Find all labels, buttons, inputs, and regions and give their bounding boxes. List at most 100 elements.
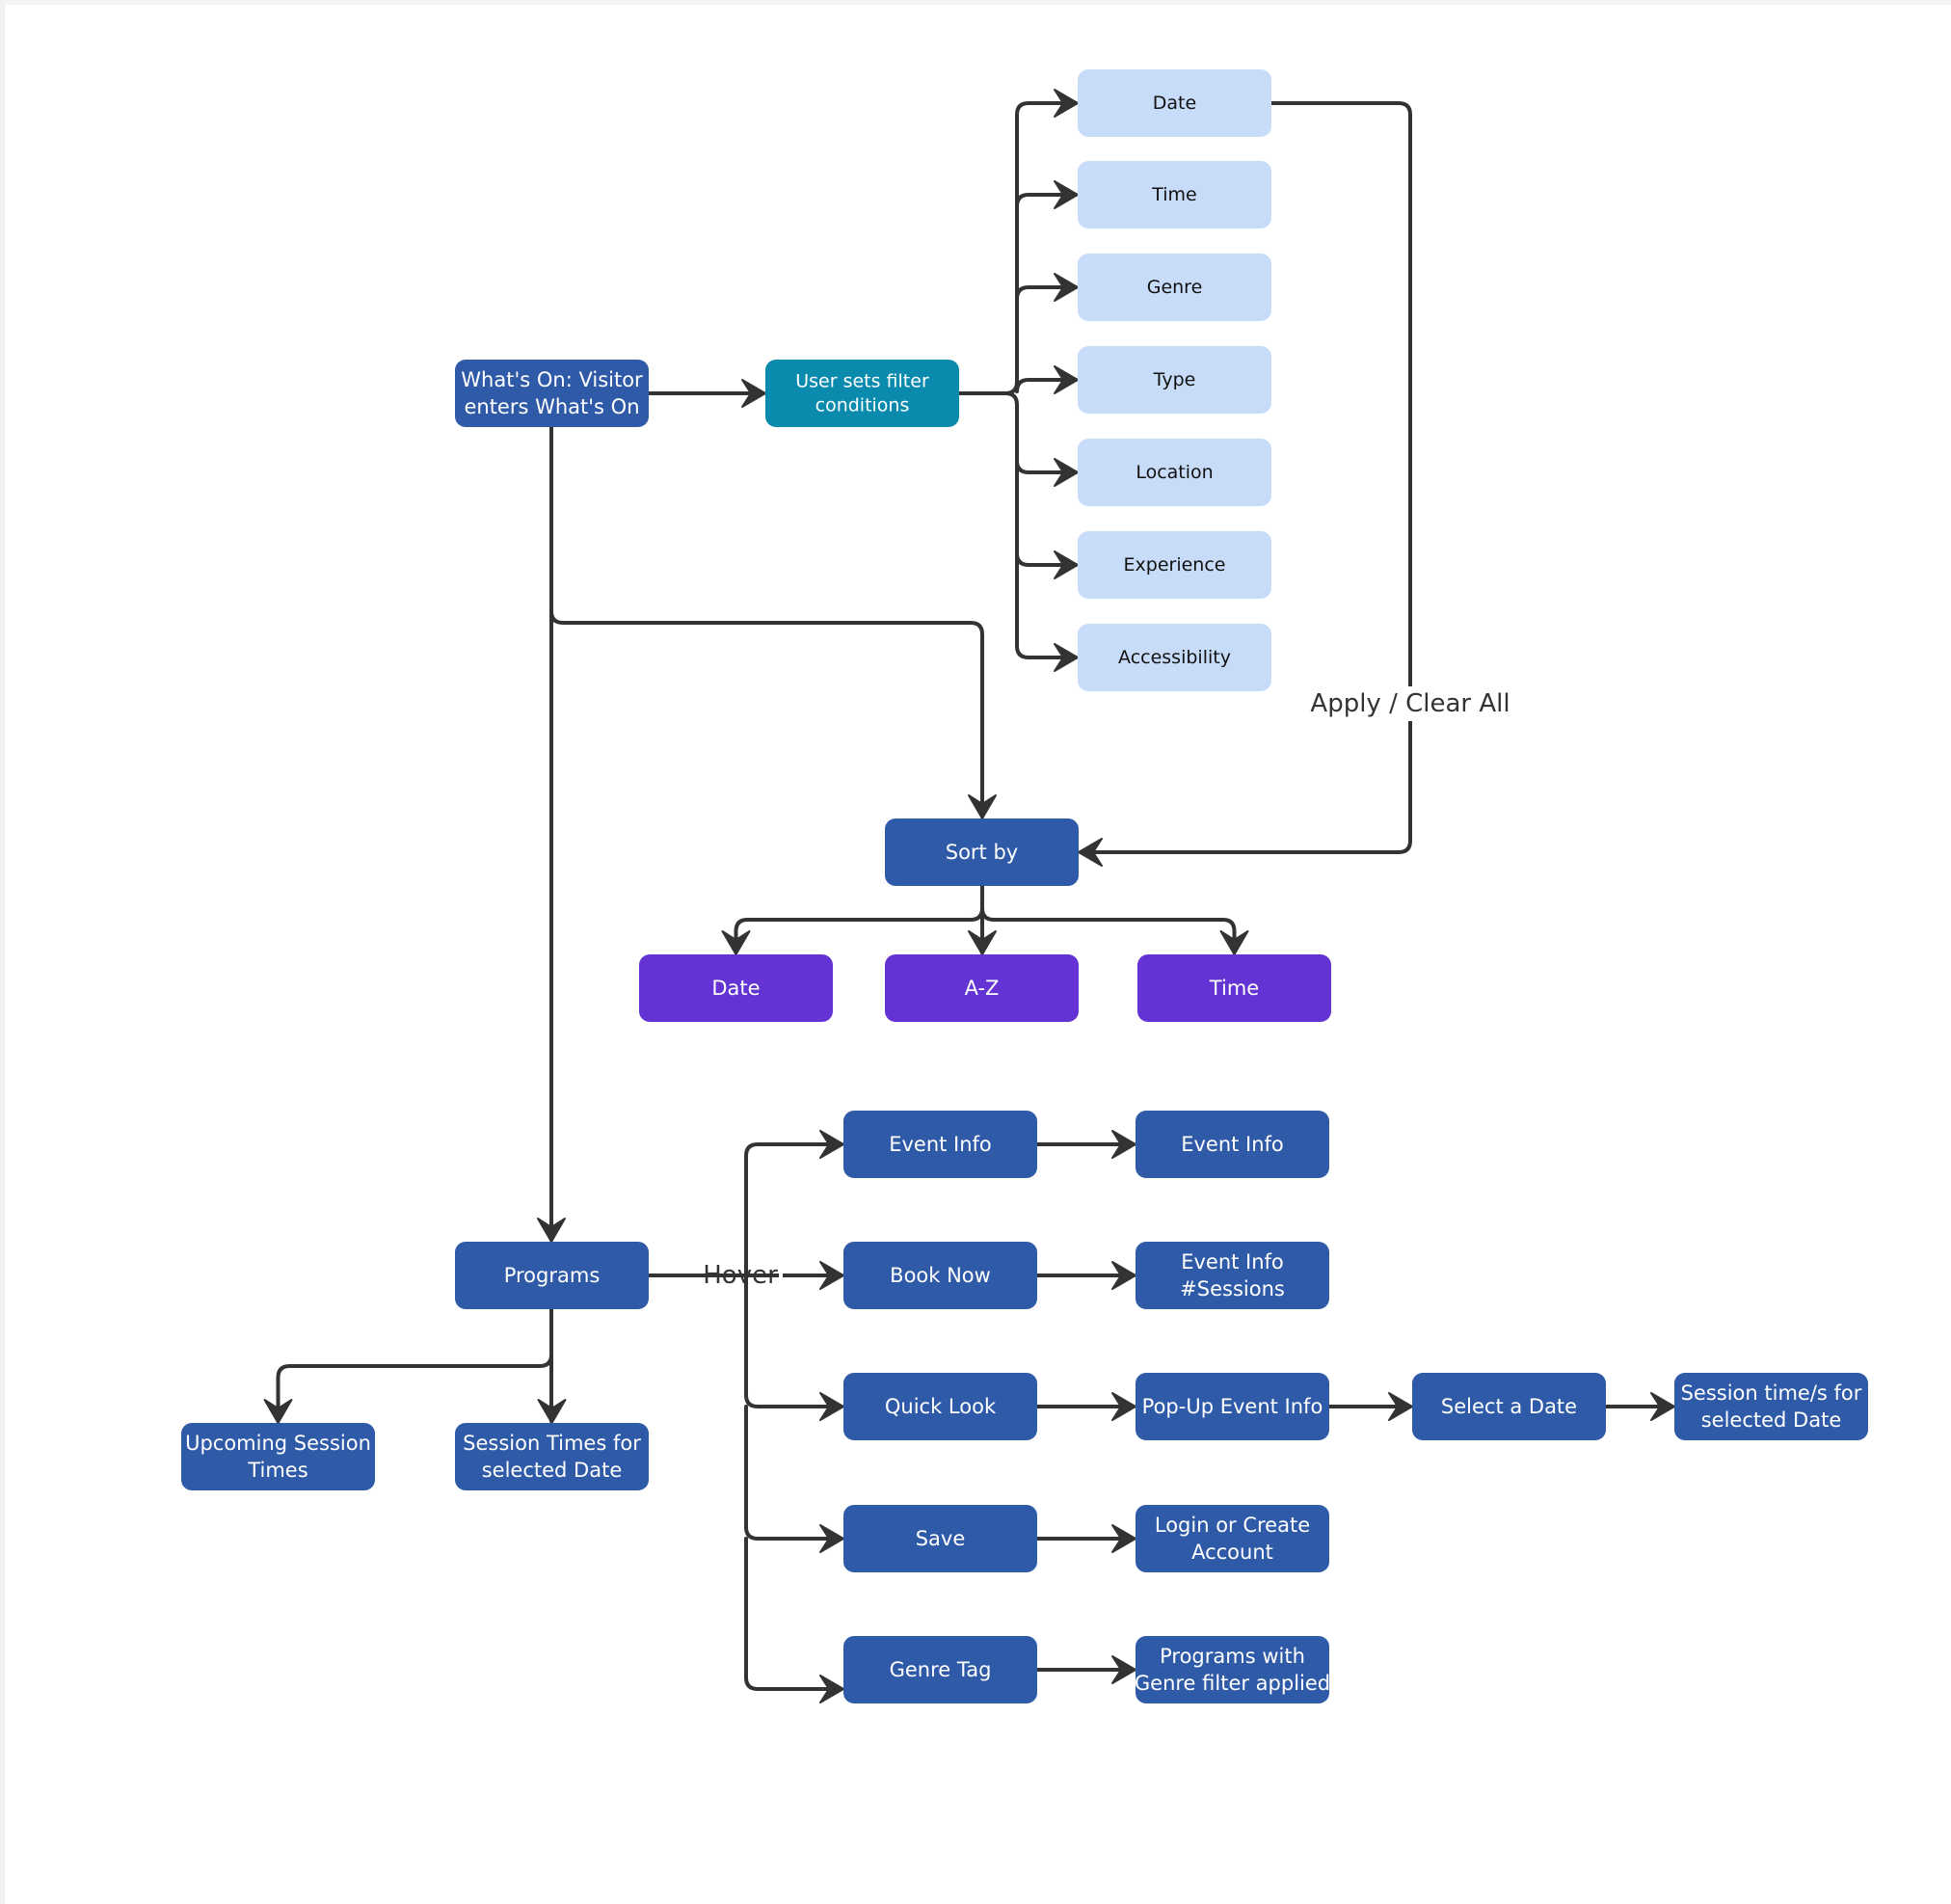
session-times-date-node-label: selected Date: [482, 1459, 623, 1482]
result-event-info-result[interactable]: Event Info: [1136, 1111, 1329, 1178]
filter-experience[interactable]: Experience: [1078, 531, 1271, 599]
sort-option-date-box[interactable]: [639, 954, 833, 1022]
edge-hover-to-quick-look: [744, 1274, 843, 1408]
session-times-date-node-box[interactable]: [455, 1423, 649, 1490]
arrowhead-icon: [1078, 838, 1103, 867]
result-popup-event-info-label: Pop-Up Event Info: [1142, 1395, 1323, 1418]
filter-time[interactable]: Time: [1078, 161, 1271, 228]
action-quick-look-box[interactable]: [843, 1373, 1037, 1440]
edge-to-filter-accessibility: [1015, 644, 1078, 659]
filter-accessibility-label: Accessibility: [1118, 647, 1231, 668]
filter-type[interactable]: Type: [1078, 346, 1271, 414]
arrowhead-icon: [1054, 643, 1079, 672]
user-filter-node-label: conditions: [815, 395, 910, 416]
edge-to-filter-experience: [1015, 551, 1078, 567]
result-popup-event-info[interactable]: Pop-Up Event Info: [1136, 1373, 1329, 1440]
result-login-create-account-box[interactable]: [1136, 1505, 1329, 1572]
result-popup-event-info-box[interactable]: [1136, 1373, 1329, 1440]
arrowhead-icon: [537, 1218, 566, 1243]
sort-option-a-z-box[interactable]: [885, 954, 1079, 1022]
result-event-info-sessions[interactable]: Event Info#Sessions: [1136, 1242, 1329, 1309]
sort-by-node-box[interactable]: [885, 818, 1079, 886]
programs-node-box[interactable]: [455, 1242, 649, 1309]
sort-option-time-box[interactable]: [1137, 954, 1331, 1022]
action-event-info-box[interactable]: [843, 1111, 1037, 1178]
arrowhead-icon: [1111, 1524, 1136, 1553]
filter-genre[interactable]: Genre: [1078, 254, 1271, 321]
filter-type-label: Type: [1153, 369, 1196, 390]
arrowhead-icon: [1111, 1655, 1136, 1684]
sort-option-time[interactable]: Time: [1137, 954, 1331, 1022]
edge-to-filter-type: [1015, 378, 1078, 393]
filter-genre-label: Genre: [1147, 277, 1203, 298]
action-book-now-box[interactable]: [843, 1242, 1037, 1309]
action-book-now-label: Book Now: [890, 1264, 991, 1287]
result-event-info-result-box[interactable]: [1136, 1111, 1329, 1178]
whats-on-node-label: enters What's On: [464, 395, 639, 418]
filter-date-box[interactable]: [1078, 69, 1271, 137]
result-programs-genre-filter-label: Programs with: [1160, 1645, 1305, 1668]
arrowhead-icon: [1219, 930, 1249, 955]
sort-option-a-z-label: A-Z: [965, 977, 1000, 1000]
filter-experience-box[interactable]: [1078, 531, 1271, 599]
edges-layer: [276, 101, 1674, 1691]
sort-option-a-z[interactable]: A-Z: [885, 954, 1079, 1022]
filter-time-box[interactable]: [1078, 161, 1271, 228]
filter-location-box[interactable]: [1078, 439, 1271, 506]
upcoming-sessions-node-box[interactable]: [181, 1423, 375, 1490]
edge-hover-to-genre-tag: [744, 1537, 843, 1691]
action-genre-tag[interactable]: Genre Tag: [843, 1636, 1037, 1703]
action-genre-tag-box[interactable]: [843, 1636, 1037, 1703]
arrowhead-icon: [819, 1261, 844, 1290]
filter-date-label: Date: [1153, 93, 1196, 114]
sort-by-node-label: Sort by: [946, 841, 1018, 864]
result-event-info-result-label: Event Info: [1181, 1133, 1284, 1156]
session-time-selected-node-box[interactable]: [1674, 1373, 1868, 1440]
select-date-node-box[interactable]: [1412, 1373, 1606, 1440]
arrowhead-icon: [819, 1130, 844, 1159]
action-save[interactable]: Save: [843, 1505, 1037, 1572]
select-date-node-label: Select a Date: [1441, 1395, 1577, 1418]
action-quick-look[interactable]: Quick Look: [843, 1373, 1037, 1440]
edge-to-filter-date: [1015, 101, 1078, 117]
arrowhead-icon: [263, 1399, 293, 1424]
session-time-selected-node-label: Session time/s for: [1681, 1381, 1862, 1405]
filter-time-label: Time: [1151, 184, 1197, 205]
arrowhead-icon: [968, 930, 997, 955]
filter-accessibility[interactable]: Accessibility: [1078, 624, 1271, 691]
edge-sortby-to-time: [992, 918, 1237, 954]
programs-node[interactable]: Programs: [455, 1242, 649, 1309]
arrowhead-icon: [1111, 1261, 1136, 1290]
select-date-node[interactable]: Select a Date: [1412, 1373, 1606, 1440]
filter-date[interactable]: Date: [1078, 69, 1271, 137]
arrowhead-icon: [1388, 1392, 1413, 1421]
filter-type-box[interactable]: [1078, 346, 1271, 414]
arrowhead-icon: [819, 1524, 844, 1553]
filter-accessibility-box[interactable]: [1078, 624, 1271, 691]
result-programs-genre-filter-box[interactable]: [1136, 1636, 1329, 1703]
result-event-info-sessions-box[interactable]: [1136, 1242, 1329, 1309]
sort-option-date[interactable]: Date: [639, 954, 833, 1022]
user-filter-node-box[interactable]: [765, 360, 959, 427]
sort-by-node[interactable]: Sort by: [885, 818, 1079, 886]
filter-location[interactable]: Location: [1078, 439, 1271, 506]
whats-on-node-box[interactable]: [455, 360, 649, 427]
action-book-now[interactable]: Book Now: [843, 1242, 1037, 1309]
result-programs-genre-filter-label: Genre filter applied: [1135, 1672, 1330, 1695]
edge-hover-to-event-info: [744, 1142, 843, 1277]
action-event-info[interactable]: Event Info: [843, 1111, 1037, 1178]
filter-genre-box[interactable]: [1078, 254, 1271, 321]
action-save-box[interactable]: [843, 1505, 1037, 1572]
arrowhead-icon: [1111, 1392, 1136, 1421]
action-genre-tag-label: Genre Tag: [890, 1658, 992, 1681]
filter-location-label: Location: [1136, 462, 1213, 483]
